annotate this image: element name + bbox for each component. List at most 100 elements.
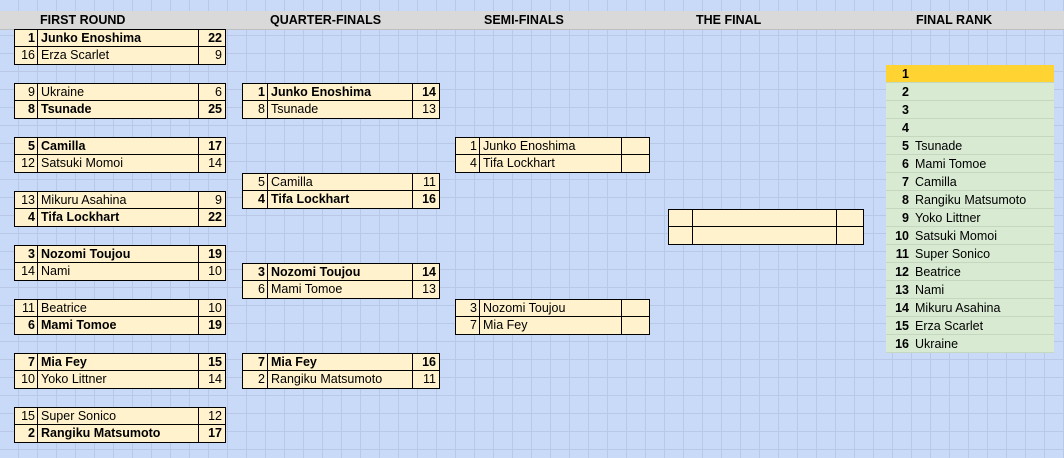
player-score: 22 bbox=[198, 30, 225, 46]
seed-number: 7 bbox=[15, 354, 38, 370]
rank-position: 9 bbox=[902, 211, 909, 225]
header-final-rank: FINAL RANK bbox=[916, 13, 993, 27]
rank-row[interactable]: 1 bbox=[886, 65, 1054, 83]
seed-number: 4 bbox=[243, 191, 268, 208]
player-score: 9 bbox=[198, 192, 225, 208]
player-name: Satsuki Momoi bbox=[41, 156, 123, 170]
player-score: 14 bbox=[412, 84, 439, 100]
rank-player-name: Satsuki Momoi bbox=[915, 229, 997, 243]
player-name: Junko Enoshima bbox=[41, 31, 142, 45]
rank-row[interactable]: 14 Mikuru Asahina bbox=[886, 299, 1054, 317]
rank-row[interactable]: 9 Yoko Littner bbox=[886, 209, 1054, 227]
bracket-entry[interactable] bbox=[669, 210, 863, 227]
seed-number: 3 bbox=[456, 300, 480, 316]
player-name: Super Sonico bbox=[41, 409, 117, 423]
player-name: Nozomi Toujou bbox=[271, 265, 361, 279]
rank-player-name: Yoko Littner bbox=[915, 211, 981, 225]
seed-number: 13 bbox=[15, 192, 38, 208]
header-semi-finals: SEMI-FINALS bbox=[484, 13, 564, 27]
player-name: Mia Fey bbox=[271, 355, 317, 369]
seed-number: 1 bbox=[456, 138, 480, 154]
rank-row[interactable]: 2 bbox=[886, 83, 1054, 101]
player-name: Nami bbox=[41, 264, 71, 278]
player-name: Yoko Littner bbox=[41, 372, 107, 386]
rank-player-name: Erza Scarlet bbox=[915, 319, 984, 333]
rank-position: 7 bbox=[902, 175, 909, 189]
rank-position: 2 bbox=[902, 85, 909, 99]
player-name: Rangiku Matsumoto bbox=[41, 426, 161, 440]
player-name: Beatrice bbox=[41, 301, 87, 315]
player-score: 14 bbox=[412, 264, 439, 280]
rank-player-name: Mikuru Asahina bbox=[915, 301, 1001, 315]
column-header-bar: FIRST ROUND QUARTER-FINALS SEMI-FINALS T… bbox=[0, 11, 1064, 30]
rank-player-name: Beatrice bbox=[915, 265, 961, 279]
player-name: Rangiku Matsumoto bbox=[271, 372, 383, 386]
player-name: Mia Fey bbox=[41, 355, 87, 369]
rank-row[interactable]: 4 bbox=[886, 119, 1054, 137]
player-score: 12 bbox=[198, 408, 225, 424]
seed-number: 1 bbox=[15, 30, 38, 46]
player-score: 16 bbox=[412, 191, 439, 208]
seed-number: 1 bbox=[243, 84, 268, 100]
player-score: 19 bbox=[198, 317, 225, 334]
player-name: Mikuru Asahina bbox=[41, 193, 127, 207]
rank-position: 14 bbox=[895, 301, 909, 315]
rank-player-name: Tsunade bbox=[915, 139, 963, 153]
player-score: 13 bbox=[412, 101, 439, 118]
seed-number: 4 bbox=[456, 155, 480, 172]
rank-player-name: Ukraine bbox=[915, 337, 959, 351]
player-score bbox=[621, 300, 649, 316]
player-score: 6 bbox=[198, 84, 225, 100]
seed-number: 11 bbox=[15, 300, 38, 316]
player-score: 10 bbox=[198, 263, 225, 280]
player-score bbox=[621, 155, 649, 172]
rank-row[interactable]: 3 bbox=[886, 101, 1054, 119]
bracket-entry[interactable] bbox=[669, 227, 863, 244]
rank-player-name: Nami bbox=[915, 283, 945, 297]
rank-position: 8 bbox=[902, 193, 909, 207]
player-name: Tsunade bbox=[41, 102, 92, 116]
